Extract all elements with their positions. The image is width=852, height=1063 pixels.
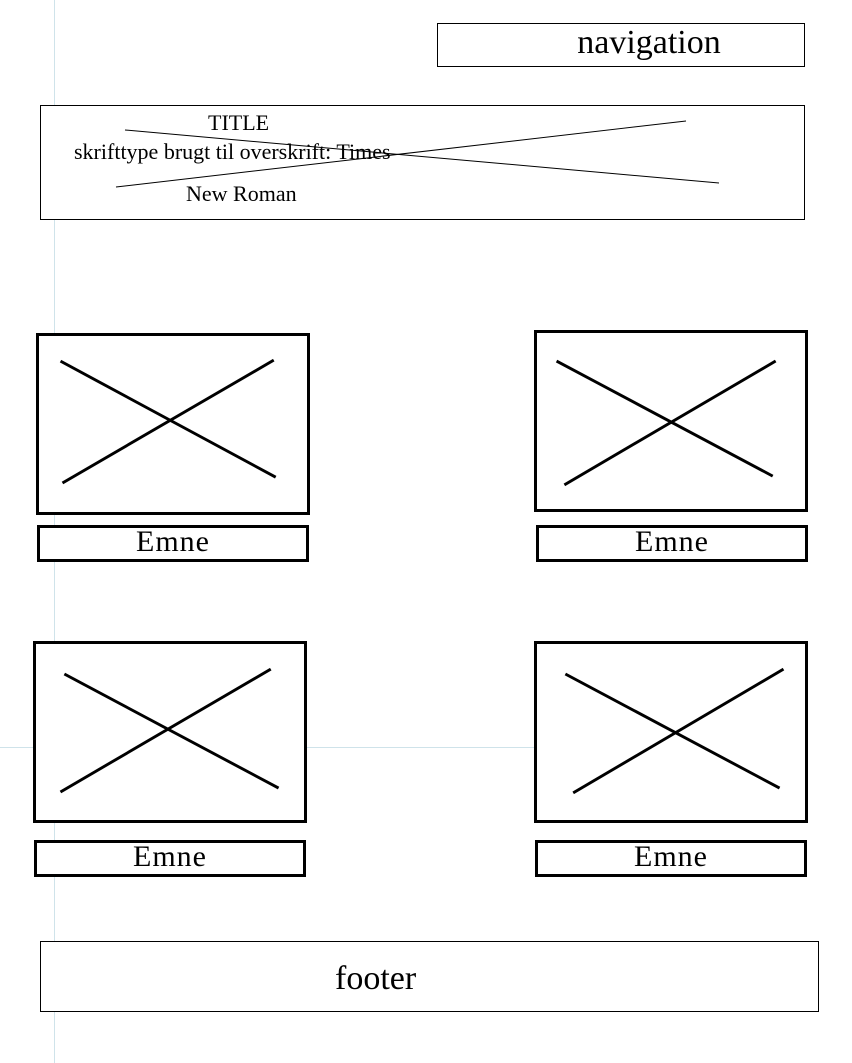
header-font-note-continued: New Roman bbox=[186, 181, 297, 206]
header-image-placeholder bbox=[115, 120, 720, 188]
card-topic-label[interactable]: Emne bbox=[34, 840, 306, 877]
card-topic-label[interactable]: Emne bbox=[536, 525, 808, 562]
card-image-placeholder[interactable] bbox=[36, 333, 310, 515]
header-box: TITLE skrifttype brugt til overskrift: T… bbox=[40, 105, 805, 220]
card-topic-text: Emne bbox=[634, 839, 708, 873]
image-placeholder-icon bbox=[564, 667, 785, 795]
navigation-label: navigation bbox=[577, 24, 721, 61]
card-topic-text: Emne bbox=[136, 524, 210, 558]
footer-label: footer bbox=[335, 960, 417, 997]
header-title: TITLE bbox=[208, 110, 270, 135]
image-placeholder-icon bbox=[555, 359, 777, 487]
card-topic-text: Emne bbox=[133, 839, 207, 873]
card-image-placeholder[interactable] bbox=[534, 330, 808, 512]
card-image-placeholder[interactable] bbox=[534, 641, 808, 823]
card-topic-label[interactable]: Emne bbox=[37, 525, 309, 562]
card-topic-label[interactable]: Emne bbox=[535, 840, 807, 877]
card-topic-text: Emne bbox=[635, 524, 709, 558]
card-image-placeholder[interactable] bbox=[33, 641, 307, 823]
image-placeholder-icon bbox=[59, 358, 277, 485]
navigation-box[interactable]: navigation bbox=[437, 23, 805, 67]
image-placeholder-icon bbox=[59, 667, 280, 794]
header-font-note: skrifttype brugt til overskrift: Times bbox=[74, 139, 391, 164]
footer-box: footer bbox=[40, 941, 819, 1012]
